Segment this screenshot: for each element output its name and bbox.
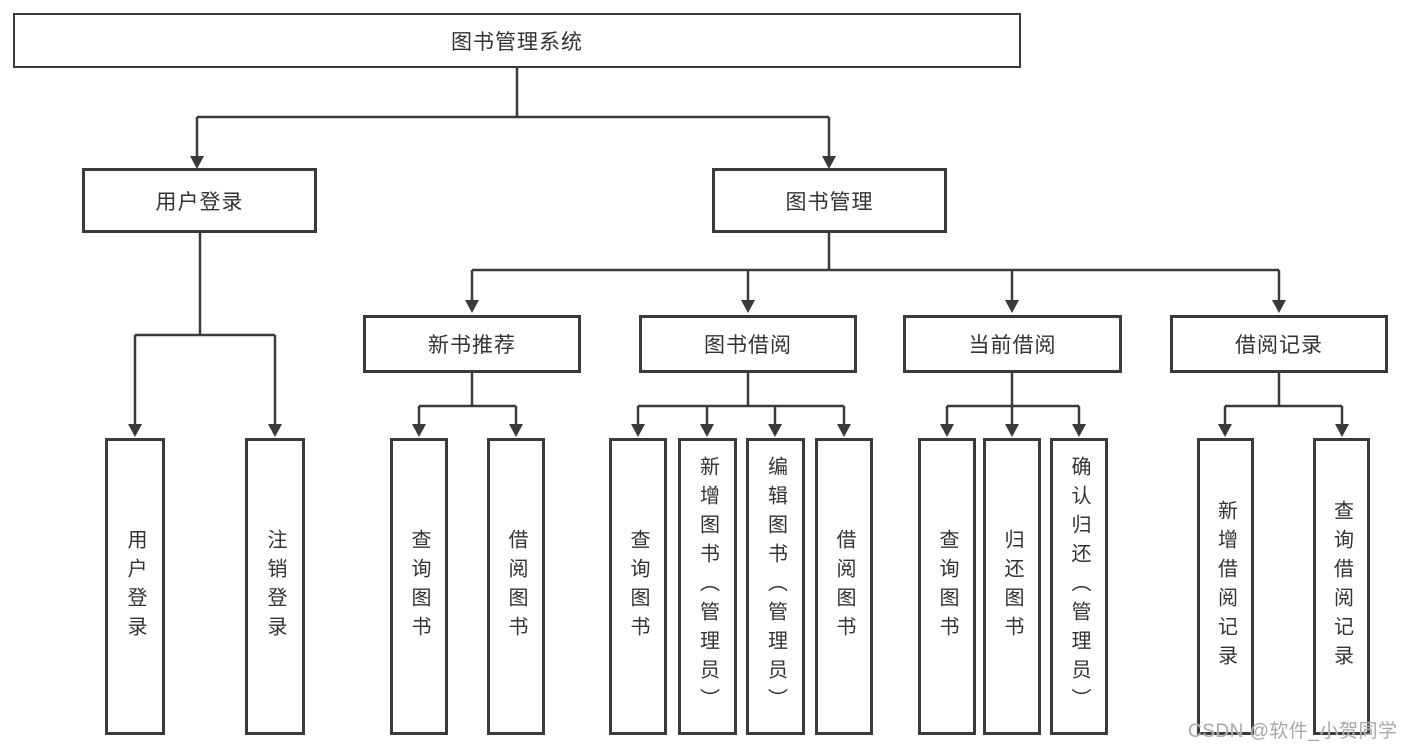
arrowhead-leaf-logout bbox=[268, 424, 282, 437]
arrowhead-leaf-edit-book bbox=[768, 424, 782, 437]
arrowhead-leaf-query-cur bbox=[940, 424, 954, 437]
node-new-book-recommendation: 新书推荐 bbox=[363, 315, 581, 373]
leaf-query-books-current: 查询图书 bbox=[918, 438, 976, 735]
leaf-edit-books-admin: 编辑图书（管理员） bbox=[746, 438, 805, 735]
connector-borrow-records-fork bbox=[1223, 373, 1344, 427]
leaf-label: 借阅图书 bbox=[505, 528, 527, 645]
leaf-label: 注销登录 bbox=[264, 528, 286, 645]
node-current-borrowing: 当前借阅 bbox=[903, 315, 1122, 373]
arrowhead-current-borrowing bbox=[1005, 300, 1019, 313]
node-borrowing-records: 借阅记录 bbox=[1170, 315, 1388, 373]
arrowhead-leaf-user-login bbox=[128, 424, 142, 437]
leaf-borrow-books-recommend: 借阅图书 bbox=[487, 438, 545, 735]
arrowhead-leaf-return-book bbox=[1005, 424, 1019, 437]
connector-book-management-fork bbox=[470, 233, 1281, 303]
leaf-label: 用户登录 bbox=[124, 528, 146, 645]
leaf-label: 查询图书 bbox=[936, 528, 958, 645]
leaf-logout-login: 注销登录 bbox=[245, 438, 305, 735]
connector-current-borrowing-fork bbox=[945, 373, 1081, 427]
node-user-login-branch: 用户登录 bbox=[82, 168, 317, 233]
node-book-management: 图书管理 bbox=[712, 168, 947, 233]
arrowhead-leaf-borrow-rec bbox=[509, 424, 523, 437]
leaf-user-login: 用户登录 bbox=[105, 438, 165, 735]
arrowhead-leaf-query-record bbox=[1335, 424, 1349, 437]
leaf-label: 确认归还（管理员） bbox=[1068, 456, 1090, 717]
node-root: 图书管理系统 bbox=[13, 13, 1021, 68]
arrowhead-new-book bbox=[465, 300, 479, 313]
leaf-return-books: 归还图书 bbox=[983, 438, 1041, 735]
connector-root-fork bbox=[195, 68, 831, 160]
leaf-query-borrow-record: 查询借阅记录 bbox=[1313, 438, 1370, 735]
leaf-confirm-return-admin: 确认归还（管理员） bbox=[1050, 438, 1108, 735]
connector-new-book-fork bbox=[417, 373, 518, 427]
leaf-label: 归还图书 bbox=[1001, 528, 1023, 645]
leaf-label: 查询借阅记录 bbox=[1330, 499, 1353, 674]
arrowhead-leaf-confirm-return bbox=[1072, 424, 1086, 437]
arrowhead-leaf-add-record bbox=[1218, 424, 1232, 437]
arrowhead-leaf-add-book bbox=[700, 424, 714, 437]
leaf-label: 编辑图书（管理员） bbox=[764, 456, 787, 717]
leaf-query-books-recommend: 查询图书 bbox=[390, 438, 448, 735]
arrowhead-leaf-borrow-book bbox=[837, 424, 851, 437]
leaf-label: 新增图书（管理员） bbox=[696, 456, 719, 717]
leaf-borrow-books-borrowing: 借阅图书 bbox=[815, 438, 873, 735]
leaf-label: 查询图书 bbox=[627, 528, 649, 645]
leaf-label: 新增借阅记录 bbox=[1214, 499, 1237, 674]
connector-book-borrowing-fork bbox=[636, 373, 846, 427]
leaf-label: 查询图书 bbox=[408, 528, 430, 645]
node-book-borrowing: 图书借阅 bbox=[639, 315, 857, 373]
leaf-add-borrow-record: 新增借阅记录 bbox=[1197, 438, 1254, 735]
arrowhead-borrow-records bbox=[1272, 300, 1286, 313]
leaf-add-books-admin: 新增图书（管理员） bbox=[678, 438, 737, 735]
leaf-label: 借阅图书 bbox=[833, 528, 855, 645]
arrowhead-leaf-query-bor bbox=[631, 424, 645, 437]
arrowhead-book-borrowing bbox=[741, 300, 755, 313]
arrowhead-leaf-query-rec bbox=[412, 424, 426, 437]
csdn-watermark: CSDN @软件_小贺同学 bbox=[1188, 721, 1398, 742]
leaf-query-books-borrowing: 查询图书 bbox=[609, 438, 667, 735]
connector-user-login-fork bbox=[133, 233, 277, 427]
